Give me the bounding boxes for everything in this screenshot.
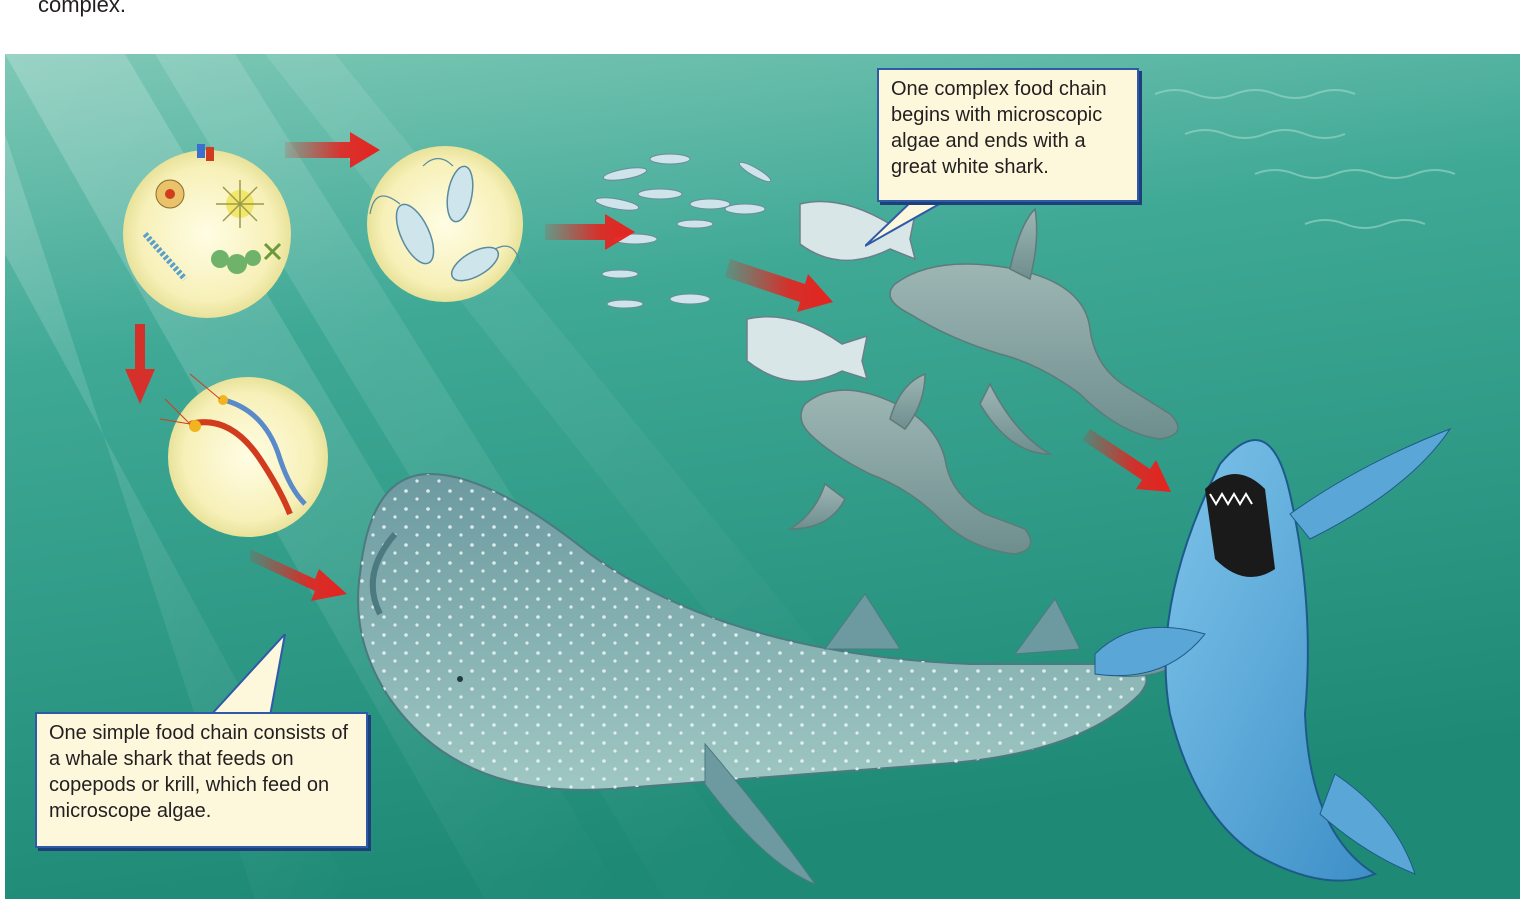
- header-partial-text: complex.: [38, 0, 126, 16]
- copepods-icon: [367, 146, 523, 302]
- complex-food-chain-callout: One complex food chain begins with micro…: [877, 68, 1139, 202]
- simple-food-chain-callout: One simple food chain consists of a whal…: [35, 712, 368, 848]
- callout-tail-simple: [190, 634, 290, 716]
- callout-tail-complex: [865, 198, 955, 250]
- food-chain-scene: One complex food chain begins with micro…: [5, 54, 1520, 899]
